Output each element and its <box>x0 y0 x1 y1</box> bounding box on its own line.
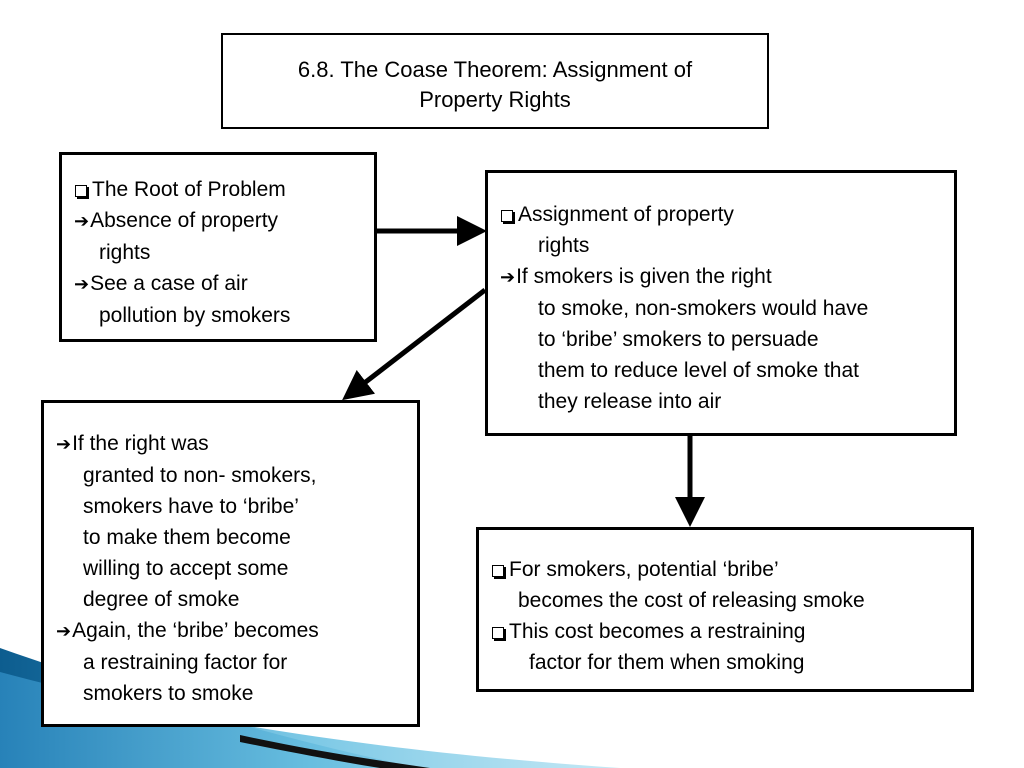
checkbox-bullet-icon <box>75 185 87 197</box>
assignment-heading: Assignment of property <box>500 199 954 230</box>
right-arrow-icon: ➔ <box>500 267 516 287</box>
root-bullet-2-cont: pollution by smokers <box>99 304 291 327</box>
title-line-1: 6.8. The Coase Theorem: Assignment of <box>297 57 693 82</box>
root-bullet-2: ➔See a case of air <box>74 272 248 295</box>
root-heading: The Root of Problem <box>74 174 374 205</box>
nonsmokers-bullet-1-line-2: granted to non- smokers, <box>83 464 317 487</box>
assignment-bullet-1-line-4: them to reduce level of smoke that <box>538 359 859 382</box>
assignment-bullet-1-line-2: to smoke, non-smokers would have <box>538 297 869 320</box>
nonsmokers-bullet-1-line-3: smokers have to ‘bribe’ <box>83 495 299 518</box>
right-arrow-icon: ➔ <box>56 621 72 641</box>
smokers-item-1-cont: becomes the cost of releasing smoke <box>518 589 865 612</box>
nonsmokers-bullet-2-line-2: a restraining factor for <box>83 651 288 674</box>
assignment-heading-cont: rights <box>538 234 590 257</box>
checkbox-bullet-icon <box>492 627 504 639</box>
right-arrow-icon: ➔ <box>56 434 72 454</box>
nonsmokers-bullet-2-line-3: smokers to smoke <box>83 682 254 705</box>
root-bullet-1: ➔Absence of property <box>74 209 279 232</box>
root-bullet-1-cont: rights <box>99 241 151 264</box>
right-arrow-icon: ➔ <box>74 274 90 294</box>
smokers-item-1: For smokers, potential ‘bribe’ <box>491 554 971 585</box>
nonsmokers-right-box: ➔If the right was granted to non- smoker… <box>41 400 420 727</box>
nonsmokers-bullet-1: ➔If the right was <box>56 432 209 455</box>
assignment-bullet-1-line-5: they release into air <box>538 390 722 413</box>
nonsmokers-bullet-1-line-6: degree of smoke <box>83 588 240 611</box>
title-box: 6.8. The Coase Theorem: Assignment of Pr… <box>221 33 769 129</box>
checkbox-bullet-icon <box>492 565 504 577</box>
right-arrow-icon: ➔ <box>74 211 90 231</box>
nonsmokers-bullet-1-line-4: to make them become <box>83 526 291 549</box>
nonsmokers-bullet-1-line-5: willing to accept some <box>83 557 289 580</box>
smokers-item-2-cont: factor for them when smoking <box>529 651 805 674</box>
assignment-bullet-1: ➔If smokers is given the right <box>500 265 772 288</box>
title-line-2: Property Rights <box>419 87 571 112</box>
arrow-assignment-to-nonsmokers <box>342 288 487 401</box>
root-of-problem-box: The Root of Problem ➔Absence of property… <box>59 152 377 342</box>
smokers-item-2: This cost becomes a restraining <box>491 616 971 647</box>
assignment-box: Assignment of property rights ➔If smoker… <box>485 170 957 436</box>
smokers-cost-box: For smokers, potential ‘bribe’ becomes t… <box>476 527 974 692</box>
assignment-bullet-1-line-3: to ‘bribe’ smokers to persuade <box>538 328 819 351</box>
nonsmokers-bullet-2: ➔Again, the ‘bribe’ becomes <box>56 619 319 642</box>
checkbox-bullet-icon <box>501 210 513 222</box>
